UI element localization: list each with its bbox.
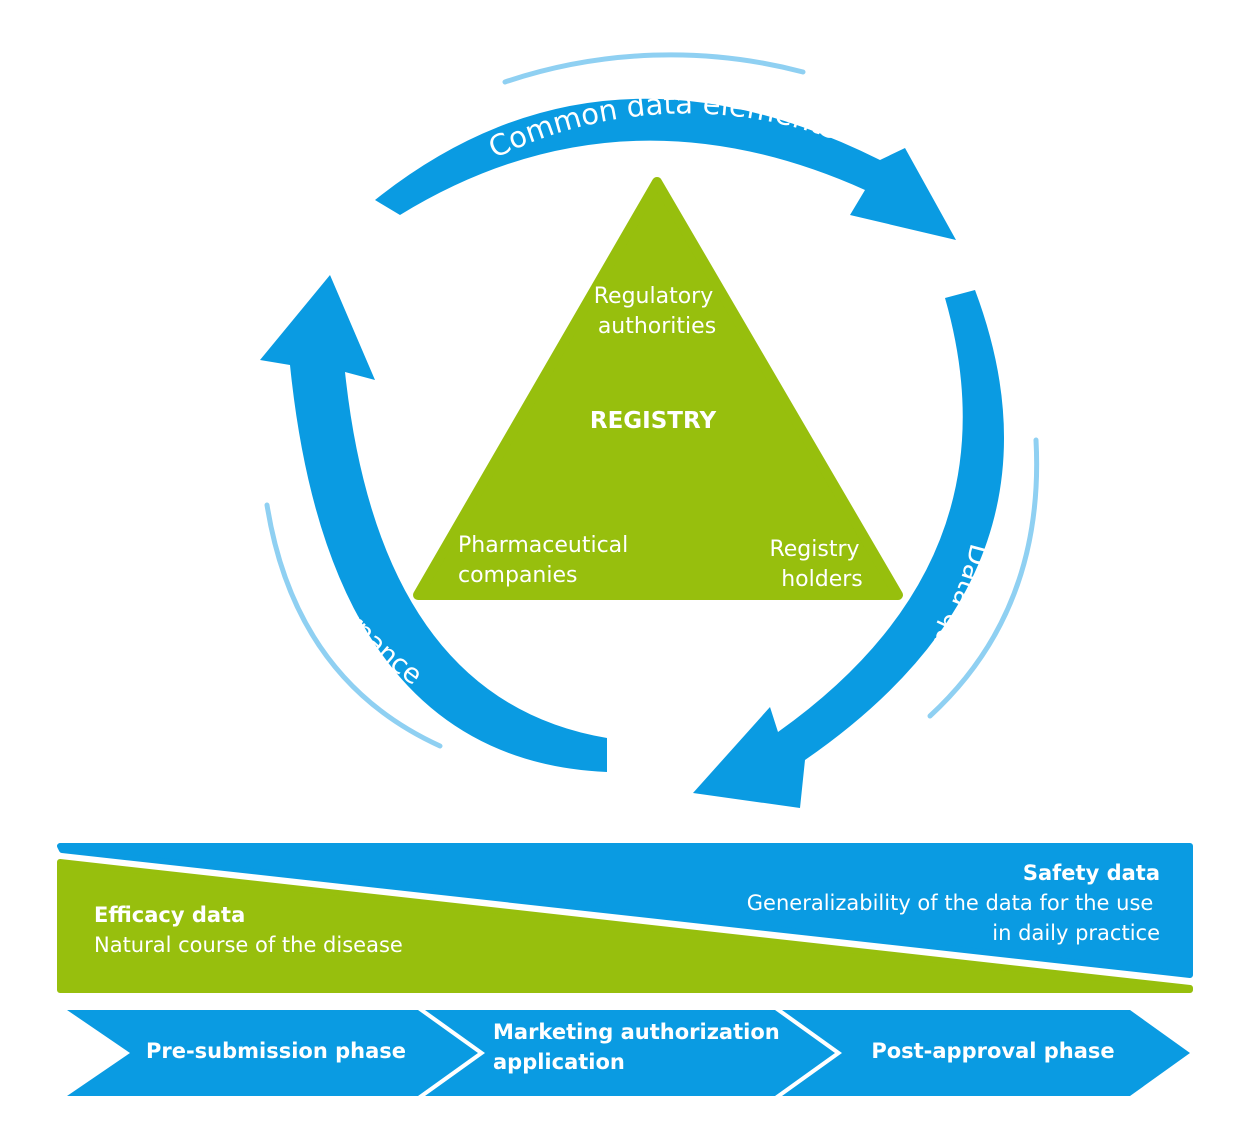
safety-data-band [57,843,1193,978]
registry-holders-label: Registry holders [769,537,866,592]
efficacy-data-description: Natural course of the disease [94,933,403,957]
safety-data-description: Generalizability of the data for the use… [747,891,1160,945]
phase-chevron-pre-submission [67,1010,478,1096]
phase-label-pre-submission: Pre-submission phase [146,1039,406,1063]
phase-chevron-marketing-authorization [425,1010,835,1096]
safety-data-title: Safety data [1023,861,1160,885]
phase-label-post-approval: Post-approval phase [871,1039,1114,1063]
arrow-top [375,98,956,240]
accent-arc-right [927,437,1040,719]
accent-arc-left [264,502,443,749]
regulatory-authorities-label: Regulatory authorities [594,284,721,339]
arrow-left [260,275,607,772]
phase-label-marketing-authorization: Marketing authorization application [493,1020,787,1074]
efficacy-data-band [57,859,1193,993]
phase-chevron-post-approval [782,1010,1190,1096]
registry-triangle [413,177,903,600]
efficacy-data-title: Efficacy data [94,903,245,927]
accent-arc-top [502,52,806,85]
registry-label: REGISTRY [590,408,717,434]
arrow-right [693,290,1005,808]
pharmaceutical-companies-label: Pharmaceutical companies [458,533,635,588]
